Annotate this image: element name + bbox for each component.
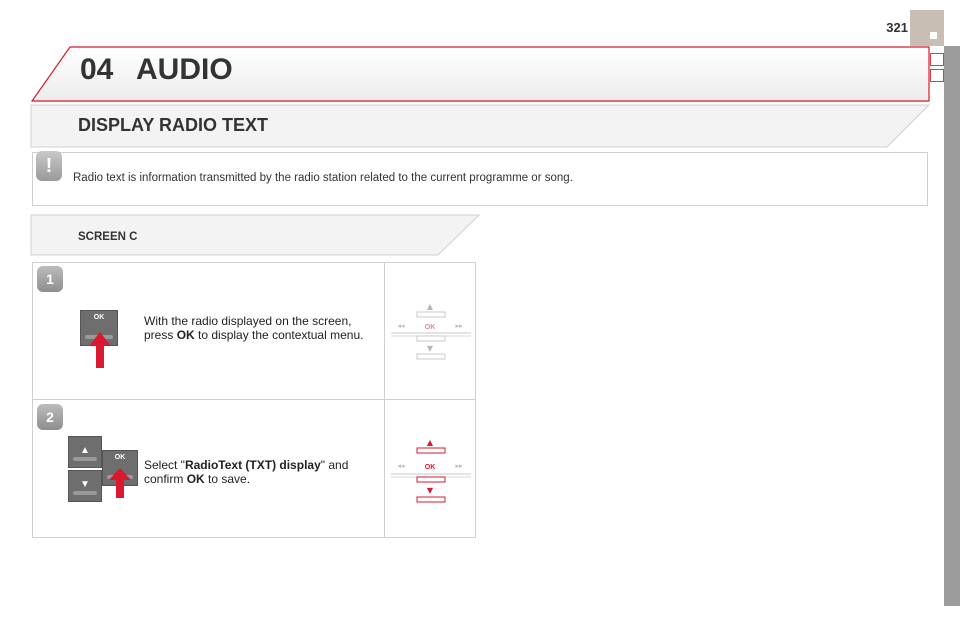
svg-text:◂◂: ◂◂ [397,322,405,330]
svg-text:▸▸: ▸▸ [455,322,463,330]
page-number: 321 [886,20,908,35]
up-button: ▲ [68,436,102,468]
exclamation-icon: ! [36,151,62,181]
steps-table [32,262,476,538]
side-marker-box [930,69,944,82]
screen-title: SCREEN C [78,231,138,243]
svg-text:▲: ▲ [427,302,434,311]
chapter-title: AUDIO [136,53,233,86]
step-1-text: With the radio displayed on the screen, … [144,314,364,342]
ok-button-label: OK [93,314,105,321]
chapter-header-frame [30,46,930,102]
step-badge: 2 [37,404,63,430]
section-title: DISPLAY RADIO TEXT [78,115,269,135]
page-corner-tab [910,10,944,46]
press-arrow-icon [89,332,111,368]
section-header-frame [30,104,930,148]
press-arrow-icon [109,468,131,498]
svg-text:OK: OK [425,324,436,331]
side-marker-box [930,53,944,66]
svg-text:▼: ▼ [427,486,434,495]
controller-diagram-highlighted: ▲ ◂◂ OK ▸▸ ▼ [391,438,471,503]
chapter-number: 04 [80,53,114,86]
svg-text:▼: ▼ [427,344,434,353]
svg-text:◂◂: ◂◂ [397,462,405,470]
ok-button-label: OK [114,454,126,461]
svg-text:OK: OK [425,464,436,471]
page-edge-bar [944,46,960,606]
step-2-text: Select "RadioText (TXT) display" and con… [144,458,349,486]
down-button: ▼ [68,470,102,502]
svg-text:▲: ▲ [427,438,434,447]
step-badge: 1 [37,266,63,292]
svg-text:▸▸: ▸▸ [455,462,463,470]
info-box [32,152,928,206]
controller-diagram: ▲ ◂◂ OK ▸▸ ▼ [391,302,471,360]
info-text: Radio text is information transmitted by… [73,172,573,184]
screen-header-frame [30,214,480,256]
